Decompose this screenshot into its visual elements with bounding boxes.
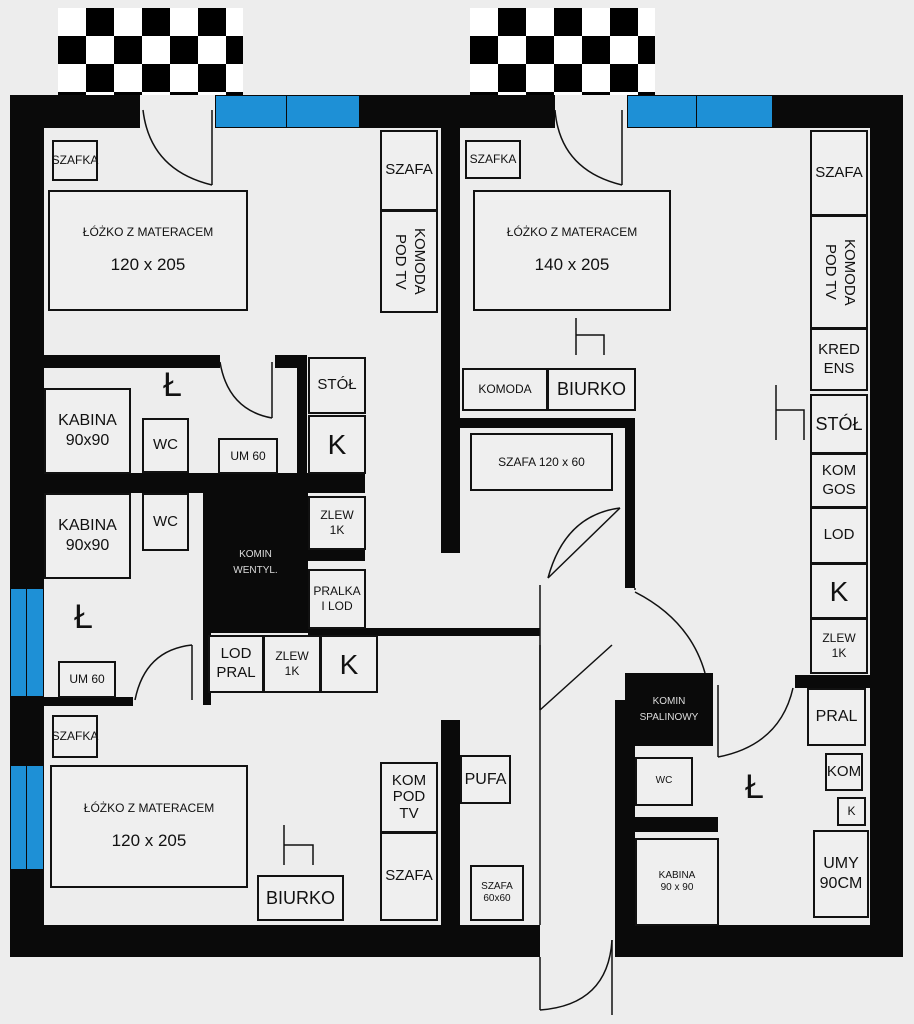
balcony-tiles-left xyxy=(58,8,243,95)
cooktop: K xyxy=(837,797,866,826)
wall xyxy=(10,925,540,957)
chair-icon xyxy=(575,318,605,355)
washer-fridge: PRALKA I LOD xyxy=(308,569,366,629)
cooktop: K xyxy=(308,415,366,474)
bed: ŁÓŻKO Z MATERACEM 120 x 205 xyxy=(50,765,248,888)
door[interactable] xyxy=(539,939,613,1015)
door[interactable] xyxy=(634,588,706,674)
bed-size: 120 x 205 xyxy=(110,255,186,275)
wall xyxy=(360,95,555,128)
wall xyxy=(460,418,635,428)
wall xyxy=(308,549,365,561)
bed-title: ŁÓŻKO Z MATERACEM xyxy=(506,225,638,240)
washbasin: UM 60 xyxy=(218,438,278,474)
window xyxy=(627,95,697,128)
shower-cabin: KABINA 90 x 90 xyxy=(635,838,719,926)
fridge: LOD xyxy=(810,507,868,564)
wall xyxy=(308,628,540,636)
door[interactable] xyxy=(547,507,621,579)
door[interactable] xyxy=(142,109,213,186)
bathroom-symbol: Ł xyxy=(74,598,93,636)
door[interactable] xyxy=(134,644,193,701)
wall xyxy=(615,925,903,957)
door[interactable] xyxy=(219,361,273,419)
window xyxy=(26,588,44,697)
cabinet: SZAFKA xyxy=(465,140,521,179)
cabinet: SZAFKA xyxy=(52,715,98,758)
pouf: PUFA xyxy=(460,755,511,804)
washbasin: UMY 90CM xyxy=(813,830,869,918)
chair-icon xyxy=(283,825,314,865)
window xyxy=(696,95,773,128)
shower-cabin: KABINA 90x90 xyxy=(44,493,131,579)
sideboard: KRED ENS xyxy=(810,328,868,391)
wall xyxy=(795,675,870,688)
wall xyxy=(615,700,635,925)
bed-title: ŁÓŻKO Z MATERACEM xyxy=(82,225,214,240)
door[interactable] xyxy=(717,685,794,758)
wardrobe: SZAFA xyxy=(380,832,438,921)
bed: ŁÓŻKO Z MATERACEM 120 x 205 xyxy=(48,190,248,311)
washing-machine: PRAL xyxy=(807,688,866,746)
cooktop: K xyxy=(320,635,378,693)
sink: ZLEW 1K xyxy=(263,635,321,693)
bathroom-symbol: Ł xyxy=(745,768,764,806)
wardrobe: SZAFA 120 x 60 xyxy=(470,433,613,491)
tv-dresser: KOM POD TV xyxy=(380,762,438,833)
cooktop: K xyxy=(810,563,868,619)
ventilation-chimney: KOMIN WENTYL. xyxy=(203,492,308,633)
bed: ŁÓŻKO Z MATERACEM 140 x 205 xyxy=(473,190,671,311)
desk: BIURKO xyxy=(547,368,636,411)
tv-dresser: KOMODA POD TV xyxy=(380,210,438,313)
sink: ZLEW 1K xyxy=(810,618,868,674)
wall xyxy=(635,817,718,832)
cabinet: SZAFKA xyxy=(52,140,98,181)
wall xyxy=(44,473,365,493)
wardrobe: SZAFA xyxy=(380,130,438,211)
window xyxy=(286,95,360,128)
window xyxy=(26,765,44,870)
bed-size: 120 x 205 xyxy=(111,831,187,851)
chair-icon xyxy=(775,385,805,440)
table: STÓŁ xyxy=(308,357,366,414)
toilet: WC xyxy=(635,757,693,806)
bed-title: ŁÓŻKO Z MATERACEM xyxy=(83,801,215,816)
tv-dresser: KOMODA POD TV xyxy=(810,215,868,329)
wall xyxy=(870,95,903,957)
toilet: WC xyxy=(142,493,189,551)
shower-cabin: KABINA 90x90 xyxy=(44,388,131,474)
toilet: WC xyxy=(142,418,189,473)
wall xyxy=(441,128,460,553)
wall xyxy=(441,720,460,925)
balcony-tiles-right xyxy=(470,8,655,95)
desk: BIURKO xyxy=(257,875,344,921)
cabinet: KOM xyxy=(825,753,863,791)
bathroom-symbol: Ł xyxy=(163,366,182,404)
bed-size: 140 x 205 xyxy=(534,255,610,275)
wall xyxy=(297,355,307,475)
table: STÓŁ xyxy=(810,394,868,454)
flue-chimney: KOMIN SPALINOWY xyxy=(625,673,713,746)
wall xyxy=(44,697,133,706)
sink: ZLEW 1K xyxy=(308,496,366,550)
door[interactable] xyxy=(554,109,623,186)
wardrobe: SZAFA 60x60 xyxy=(470,865,524,921)
stove-cabinet: KOM GOS xyxy=(810,453,868,508)
door[interactable] xyxy=(539,644,613,711)
wall xyxy=(625,418,635,588)
wall xyxy=(44,355,220,368)
washbasin: UM 60 xyxy=(58,661,116,698)
